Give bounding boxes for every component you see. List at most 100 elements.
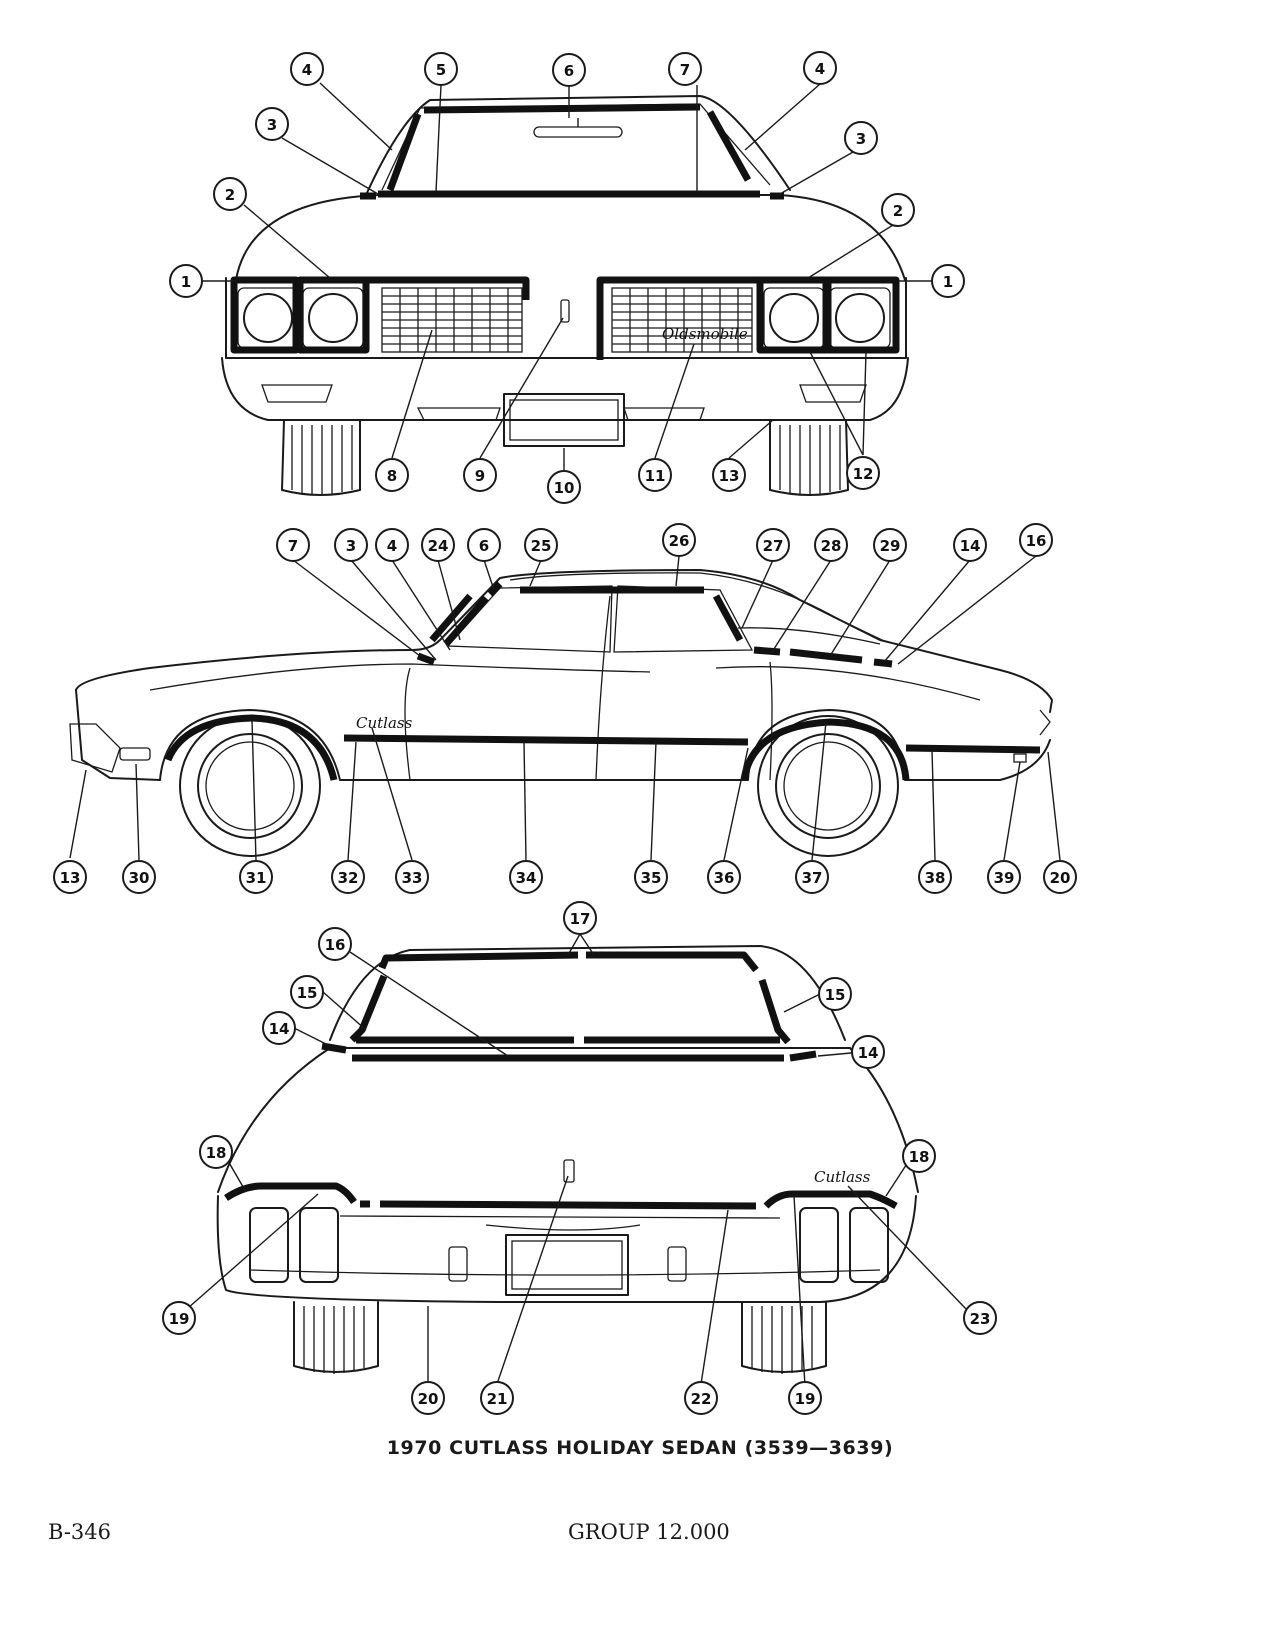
- callout-side-6: 6: [467, 528, 501, 562]
- callout-front-1: 1: [169, 264, 203, 298]
- side-wheel-front: [179, 715, 321, 857]
- rear-tire-left: [293, 1301, 379, 1374]
- callout-rear-14: 14: [851, 1035, 885, 1069]
- svg-text:1: 1: [943, 273, 953, 291]
- svg-text:19: 19: [169, 1310, 190, 1328]
- svg-text:9: 9: [475, 467, 485, 485]
- svg-text:28: 28: [821, 537, 842, 555]
- svg-text:38: 38: [925, 869, 946, 887]
- rear-emblem-script: Cutlass: [814, 1168, 871, 1186]
- side-moldings: [164, 581, 1041, 781]
- front-leaders: [202, 82, 936, 470]
- page-number: B-346: [48, 1520, 111, 1544]
- callout-side-13: 13: [53, 860, 87, 894]
- callout-rear-23: 23: [963, 1301, 997, 1335]
- svg-text:7: 7: [680, 61, 690, 79]
- side-wheel-rear: [757, 715, 899, 857]
- diagram-caption: 1970 CUTLASS HOLIDAY SEDAN (3539—3639): [386, 1437, 894, 1459]
- svg-text:18: 18: [909, 1148, 930, 1166]
- svg-text:15: 15: [297, 984, 318, 1002]
- callout-side-33: 33: [395, 860, 429, 894]
- callout-front-4: 4: [803, 51, 837, 85]
- svg-text:14: 14: [960, 537, 981, 555]
- callout-rear-22: 22: [684, 1381, 718, 1415]
- rear-tire-right: [741, 1301, 827, 1374]
- svg-text:6: 6: [564, 62, 574, 80]
- svg-text:3: 3: [267, 116, 277, 134]
- front-moldings: [230, 103, 900, 360]
- svg-text:36: 36: [714, 869, 735, 887]
- callout-side-37: 37: [795, 860, 829, 894]
- callout-side-30: 30: [122, 860, 156, 894]
- svg-text:12: 12: [853, 465, 874, 483]
- callout-front-13: 13: [712, 458, 746, 492]
- callout-side-31: 31: [239, 860, 273, 894]
- side-view: Cutlass: [69, 555, 1061, 861]
- svg-text:6: 6: [479, 537, 489, 555]
- callout-side-36: 36: [707, 860, 741, 894]
- callout-rear-14: 14: [262, 1011, 296, 1045]
- callout-side-16: 16: [1019, 523, 1053, 557]
- callout-rear-21: 21: [480, 1381, 514, 1415]
- callout-rear-15: 15: [290, 975, 324, 1009]
- svg-text:14: 14: [269, 1020, 290, 1038]
- callout-rear-19: 19: [788, 1381, 822, 1415]
- svg-text:34: 34: [516, 869, 537, 887]
- rear-leaders: [187, 933, 968, 1387]
- svg-text:4: 4: [387, 537, 397, 555]
- svg-text:3: 3: [856, 130, 866, 148]
- svg-text:24: 24: [428, 537, 449, 555]
- svg-text:17: 17: [570, 910, 591, 928]
- front-view: Oldsmobile: [202, 82, 936, 496]
- callout-side-14: 14: [953, 528, 987, 562]
- rear-moldings: [224, 951, 898, 1210]
- svg-text:4: 4: [302, 61, 312, 79]
- callout-side-25: 25: [524, 528, 558, 562]
- svg-text:19: 19: [795, 1390, 816, 1408]
- svg-text:10: 10: [554, 479, 575, 497]
- callout-front-2: 2: [881, 193, 915, 227]
- callout-side-39: 39: [987, 860, 1021, 894]
- side-leaders: [69, 555, 1061, 861]
- svg-text:20: 20: [1050, 869, 1071, 887]
- callout-front-5: 5: [424, 52, 458, 86]
- svg-text:18: 18: [206, 1144, 227, 1162]
- svg-text:33: 33: [402, 869, 423, 887]
- svg-text:20: 20: [418, 1390, 439, 1408]
- svg-text:37: 37: [802, 869, 823, 887]
- svg-text:4: 4: [815, 60, 825, 78]
- svg-text:23: 23: [970, 1310, 991, 1328]
- svg-text:27: 27: [763, 537, 784, 555]
- callout-rear-17: 17: [563, 901, 597, 935]
- callout-front-2: 2: [213, 177, 247, 211]
- svg-text:26: 26: [669, 532, 690, 550]
- callout-front-4: 4: [290, 52, 324, 86]
- svg-text:11: 11: [645, 467, 666, 485]
- svg-text:2: 2: [893, 202, 903, 220]
- svg-text:15: 15: [825, 986, 846, 1004]
- svg-text:16: 16: [1026, 532, 1047, 550]
- svg-text:1: 1: [181, 273, 191, 291]
- callout-front-8: 8: [375, 458, 409, 492]
- group-label: GROUP 12.000: [568, 1520, 730, 1544]
- svg-text:30: 30: [129, 869, 150, 887]
- callout-side-20: 20: [1043, 860, 1077, 894]
- callout-front-7: 7: [668, 52, 702, 86]
- callout-front-10: 10: [547, 470, 581, 504]
- svg-text:25: 25: [531, 537, 552, 555]
- callout-side-24: 24: [421, 528, 455, 562]
- callout-side-4: 4: [375, 528, 409, 562]
- callout-side-7: 7: [276, 528, 310, 562]
- callout-rear-20: 20: [411, 1381, 445, 1415]
- svg-text:16: 16: [325, 936, 346, 954]
- svg-text:22: 22: [691, 1390, 712, 1408]
- callout-rear-19: 19: [162, 1301, 196, 1335]
- callout-front-12: 12: [846, 456, 880, 490]
- svg-text:13: 13: [719, 467, 740, 485]
- svg-text:13: 13: [60, 869, 81, 887]
- callout-side-3: 3: [334, 528, 368, 562]
- svg-text:35: 35: [641, 869, 662, 887]
- callout-rear-18: 18: [199, 1135, 233, 1169]
- svg-text:21: 21: [487, 1390, 508, 1408]
- callout-side-27: 27: [756, 528, 790, 562]
